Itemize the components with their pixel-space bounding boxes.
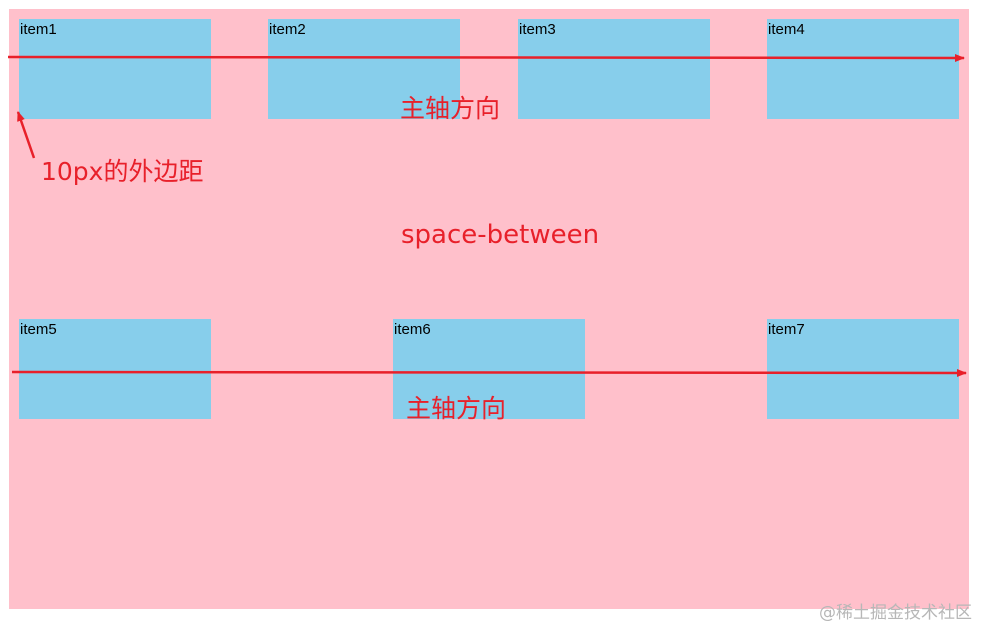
item-label: item5	[20, 321, 57, 338]
main-axis-label-row1: 主轴方向	[400, 94, 501, 123]
flex-item: item5	[19, 319, 211, 419]
justify-content-value: space-between	[401, 220, 600, 250]
flex-item: item2	[268, 19, 460, 119]
item-label: item3	[519, 21, 556, 38]
item-label: item2	[269, 21, 306, 38]
item-label: item7	[768, 321, 805, 338]
item-label: item4	[768, 21, 805, 38]
flex-item: item6	[393, 319, 585, 419]
flex-item: item4	[767, 19, 959, 119]
watermark: @稀土掘金技术社区	[819, 603, 972, 623]
main-axis-label-row2: 主轴方向	[406, 394, 507, 423]
flex-item: item7	[767, 319, 959, 419]
margin-note: 10px的外边距	[41, 157, 204, 186]
flex-item: item1	[19, 19, 211, 119]
item-label: item1	[20, 21, 57, 38]
item-label: item6	[394, 321, 431, 338]
flex-item: item3	[518, 19, 710, 119]
